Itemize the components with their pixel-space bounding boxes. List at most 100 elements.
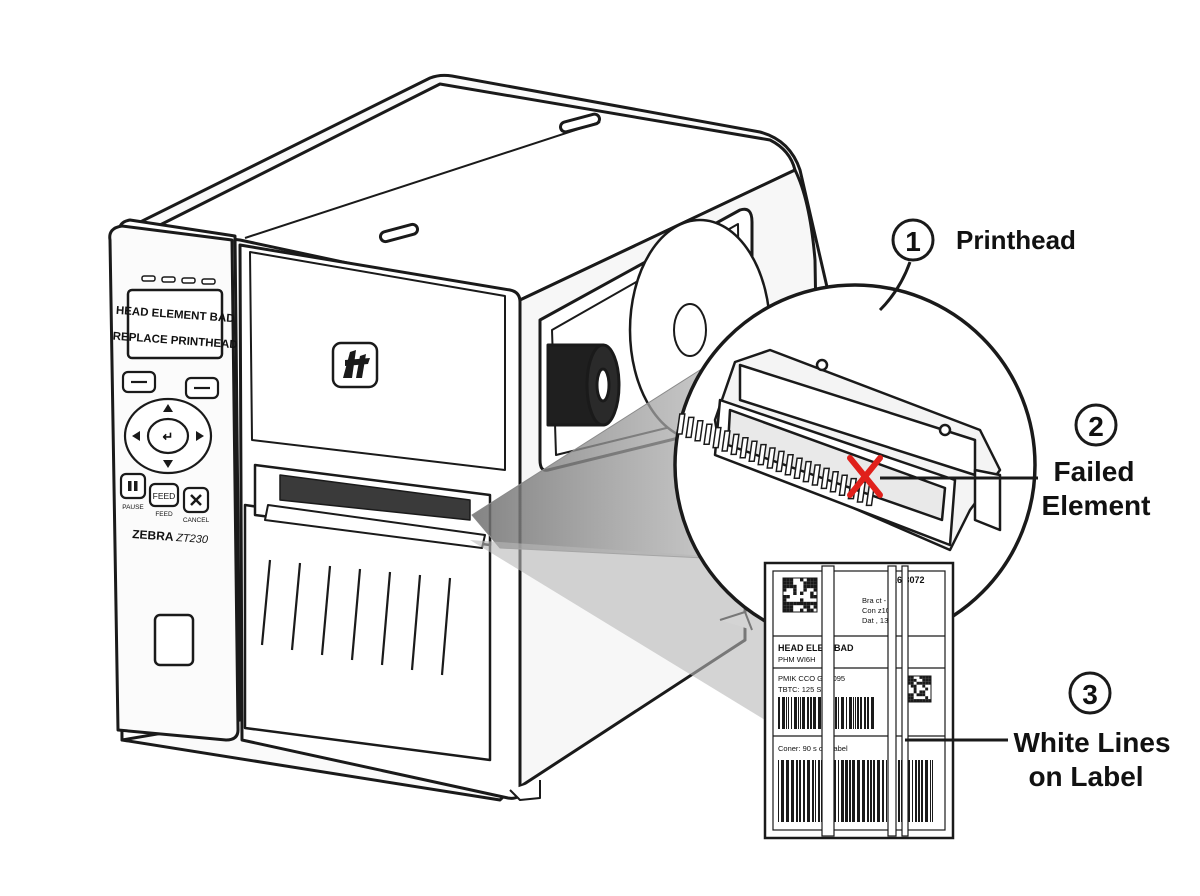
label-line-brand: Bra ct - — [862, 596, 887, 605]
qr-module — [925, 687, 929, 691]
barcode-bar — [786, 760, 789, 822]
heating-element — [766, 447, 776, 469]
qr-module — [922, 684, 926, 688]
feed-label: FEED — [155, 511, 173, 518]
barcode-bar — [838, 697, 839, 729]
qr-module — [800, 608, 804, 612]
barcode-bar — [778, 760, 779, 822]
callout-1: 1 Printhead — [878, 218, 1076, 312]
feed-button-face: FEED — [153, 491, 176, 501]
qr-module — [925, 676, 929, 679]
heating-element — [694, 420, 704, 442]
barcode-bar — [799, 760, 801, 822]
qr-module — [789, 601, 794, 606]
barcode-bar — [803, 760, 805, 822]
qr-module — [786, 578, 790, 582]
barcode-bar — [857, 697, 859, 729]
heating-element — [820, 467, 831, 490]
barcode-bar — [852, 760, 855, 822]
barcode-bar — [841, 697, 844, 729]
barcode-bar — [841, 760, 844, 822]
heating-element — [712, 426, 722, 449]
qr-module — [928, 678, 931, 682]
qr-module — [783, 608, 787, 612]
enter-button[interactable] — [146, 417, 190, 455]
left-arrow-icon[interactable] — [132, 431, 140, 441]
qr-module — [813, 578, 817, 582]
qr-module — [786, 608, 790, 612]
qr-module — [806, 608, 811, 612]
qr-module — [913, 687, 917, 691]
heating-element — [793, 457, 803, 479]
callout-3-circle — [1068, 671, 1112, 715]
qr-module — [806, 581, 811, 585]
qr-module — [800, 578, 804, 582]
qr-module — [810, 601, 814, 606]
barcode-bar — [915, 760, 917, 822]
barcode-bar — [802, 697, 805, 729]
qr-module — [813, 581, 817, 585]
feed-button[interactable] — [148, 482, 180, 508]
qr-module — [922, 690, 926, 694]
qr-module — [810, 591, 814, 595]
status-led — [201, 278, 216, 285]
enter-icon: ↵ — [163, 429, 174, 444]
qr-module — [793, 588, 797, 592]
qr-module — [928, 699, 931, 702]
barcode-bar — [864, 697, 866, 729]
qr-module — [910, 684, 914, 688]
brand-name: ZEBRA — [132, 527, 175, 544]
qr-module — [910, 681, 914, 685]
qr-module — [913, 684, 917, 688]
callout-2-number: 2 — [1088, 411, 1104, 442]
heating-element — [721, 430, 731, 452]
qr-module — [910, 678, 914, 682]
qr-module — [907, 693, 911, 697]
qr-module — [786, 581, 790, 585]
white-line — [821, 565, 835, 837]
down-arrow-icon[interactable] — [163, 460, 173, 468]
qr-module — [919, 699, 923, 702]
qr-module — [796, 601, 800, 606]
barcode-bar — [930, 760, 931, 822]
qr-code-top — [782, 577, 818, 613]
qr-module — [925, 699, 929, 702]
barcode-bar — [810, 697, 812, 729]
barcode-bar — [807, 760, 810, 822]
failed-element-mark — [847, 455, 883, 498]
qr-module — [910, 693, 914, 697]
right-arrow-icon[interactable] — [196, 431, 204, 441]
printhead-magnifier — [673, 283, 1037, 647]
barcode-bar — [788, 697, 789, 729]
barcode-bar — [860, 697, 862, 729]
heating-element — [757, 443, 767, 466]
qr-module — [783, 598, 787, 602]
barcode-bar — [886, 760, 887, 822]
cancel-icon — [190, 494, 202, 506]
qr-module — [810, 578, 814, 582]
qr-module — [916, 693, 920, 697]
heating-element — [685, 416, 695, 439]
pause-button[interactable] — [119, 472, 147, 500]
label-heading: HEAD ELE T BAD — [778, 643, 854, 653]
qr-module — [806, 584, 811, 589]
heating-element — [838, 474, 849, 496]
barcode-bar — [812, 760, 814, 822]
qr-module — [907, 678, 911, 682]
barcode-bar — [873, 760, 875, 822]
callout-2-circle — [1074, 403, 1118, 447]
callout-2-label-line-2: Element — [1042, 490, 1151, 521]
heating-element — [676, 413, 686, 435]
qr-module — [803, 588, 807, 592]
up-arrow-icon[interactable] — [163, 404, 173, 412]
barcode-bar — [918, 760, 920, 822]
qr-module — [907, 699, 911, 702]
barcode-bar — [932, 760, 933, 822]
label-code-2: TBTC: 125 S — [778, 685, 821, 694]
qr-module — [783, 588, 787, 592]
callout-1-number: 1 — [905, 226, 921, 257]
qr-module — [783, 584, 787, 589]
qr-module — [806, 605, 811, 609]
barcode-bar — [912, 760, 913, 822]
qr-module — [803, 605, 807, 609]
